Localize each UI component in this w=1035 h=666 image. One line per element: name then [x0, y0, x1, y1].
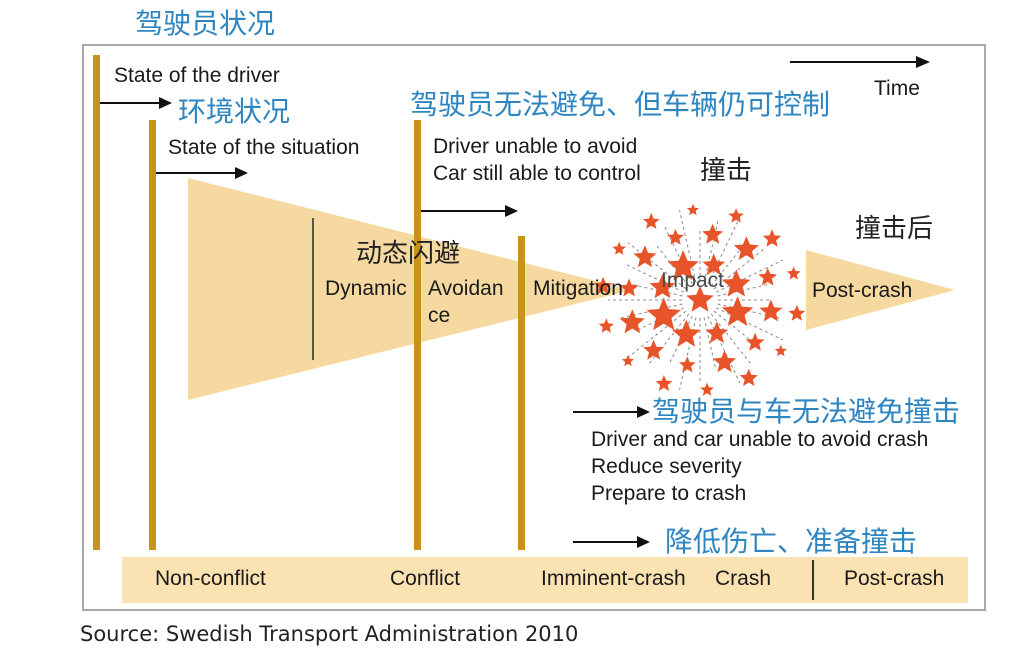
dynamic-avoidance-cn-label: 动态闪避 — [356, 239, 461, 269]
avoidance-label-cont: ce — [428, 304, 451, 327]
burst-star — [700, 382, 714, 396]
crash-label-line3: Prepare to crash — [591, 482, 747, 505]
burst-star — [649, 273, 676, 299]
burst-star — [788, 304, 806, 321]
burst-star — [612, 241, 626, 255]
burst-ray — [627, 242, 687, 290]
situation-arrow — [155, 167, 248, 179]
burst-star — [619, 309, 645, 334]
burst-star — [679, 356, 696, 373]
time-label: Time — [874, 77, 920, 100]
burst-star — [786, 266, 801, 280]
burst-ray — [715, 259, 784, 293]
conflict-cn-label: 驾驶员无法避免、但车辆仍可控制 — [410, 88, 831, 121]
burst-star — [728, 208, 744, 223]
driver-state-cn-title: 驾驶员状况 — [135, 7, 276, 40]
burst-ray — [703, 317, 717, 371]
burst-star — [739, 368, 758, 386]
diagram-frame — [82, 44, 986, 611]
post-crash-wedge — [806, 250, 955, 330]
burst-ray — [663, 225, 693, 285]
mitigation-label: Mitigation — [533, 277, 623, 300]
burst-star — [594, 276, 613, 295]
burst-star — [643, 339, 665, 360]
burst-star — [667, 250, 699, 280]
burst-star — [667, 228, 684, 245]
phase-divider — [812, 560, 814, 600]
burst-star — [721, 296, 754, 326]
burst-star — [598, 318, 614, 333]
burst-star — [646, 297, 681, 331]
timeline-imminent — [518, 236, 525, 550]
burst-ray — [648, 313, 690, 365]
phase-bar — [122, 557, 968, 603]
timeline-driver — [93, 55, 100, 550]
burst-ray — [625, 263, 685, 293]
burst-star — [705, 321, 729, 344]
burst-star — [758, 267, 778, 286]
crash-label-line2: Reduce severity — [591, 455, 742, 478]
burst-ray — [627, 310, 687, 358]
burst-star — [733, 236, 759, 260]
timeline-situation — [149, 120, 156, 550]
prepare-cn-label: 降低伤亡、准备撞击 — [665, 525, 918, 558]
burst-ray — [710, 313, 752, 365]
situation-cn-label: 环境状况 — [178, 95, 291, 128]
burst-star — [713, 350, 736, 373]
situation-wedge — [188, 178, 632, 400]
impact-cn-label: 撞击 — [700, 156, 753, 186]
burst-star — [621, 354, 635, 367]
burst-star — [619, 278, 639, 297]
burst-star — [745, 332, 765, 351]
burst-star — [633, 245, 657, 268]
situation-label: State of the situation — [168, 136, 360, 159]
burst-star — [762, 229, 782, 247]
burst-star — [702, 253, 726, 276]
phase-imminent-crash: Imminent-crash — [541, 567, 686, 590]
burst-ray — [707, 216, 741, 285]
conflict-label-line1: Driver unable to avoid — [433, 135, 638, 158]
burst-ray — [703, 219, 719, 283]
burst-star — [642, 213, 660, 229]
crash-cn-label: 驾驶员与车无法避免撞击 — [652, 395, 961, 428]
burst-ray — [715, 307, 784, 341]
crash-arrow — [573, 406, 650, 418]
source-caption: Source: Swedish Transport Administration… — [80, 622, 579, 646]
crash-label-line1: Driver and car unable to avoid crash — [591, 428, 929, 451]
conflict-label-line2: Car still able to control — [433, 162, 641, 185]
burst-ray — [707, 315, 741, 384]
burst-star — [672, 319, 701, 347]
phase-non-conflict: Non-conflict — [155, 567, 266, 590]
phase-crash: Crash — [715, 567, 772, 590]
burst-star — [722, 269, 751, 297]
burst-star — [686, 285, 714, 312]
conflict-arrow — [420, 205, 518, 217]
dynamic-label: Dynamic — [325, 277, 407, 300]
impact-burst — [594, 203, 806, 396]
prepare-arrow — [573, 536, 650, 548]
burst-star — [702, 223, 724, 244]
phase-post-crash: Post-crash — [844, 567, 945, 590]
avoidance-label: Avoidan — [428, 277, 504, 300]
driver-state-label: State of the driver — [114, 64, 280, 87]
burst-star — [655, 375, 673, 391]
impact-label: Impact — [661, 269, 725, 292]
post-crash-label: Post-crash — [812, 279, 913, 302]
burst-star — [686, 203, 699, 216]
time-arrow — [790, 56, 930, 68]
burst-ray — [713, 248, 765, 290]
post-crash-cn-label: 撞击后 — [855, 214, 934, 244]
driver-arrow — [97, 97, 172, 109]
burst-star — [774, 344, 787, 357]
timeline-conflict — [414, 120, 421, 550]
phase-conflict: Conflict — [390, 567, 461, 590]
burst-star — [759, 299, 783, 322]
burst-ray — [679, 210, 697, 283]
